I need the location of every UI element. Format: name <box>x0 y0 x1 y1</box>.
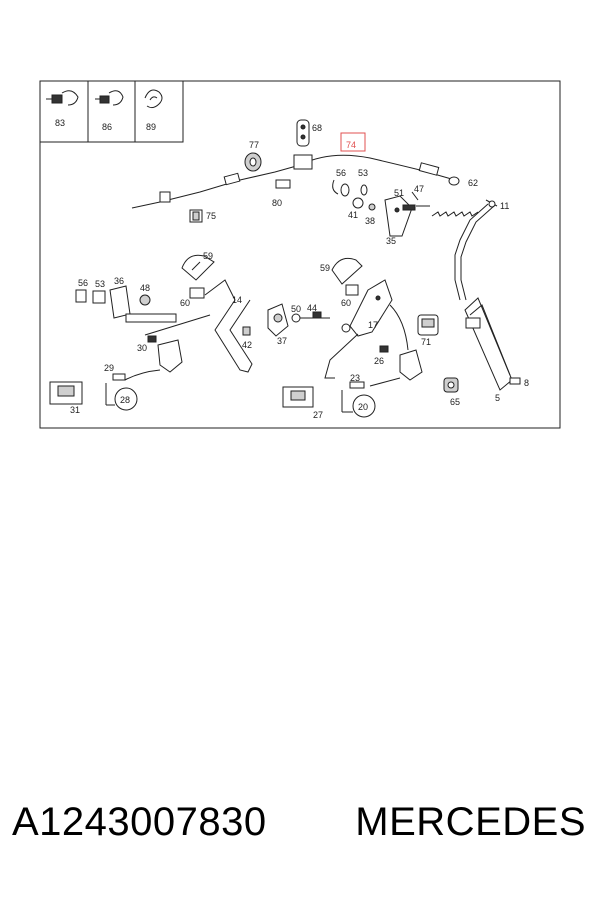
clip-75-icon <box>189 209 203 223</box>
bolt-26-icon <box>379 345 389 353</box>
callout-75: 75 <box>206 211 216 221</box>
diagram-frame <box>39 80 561 429</box>
callout-60-middle: 60 <box>341 298 351 308</box>
cable-end-fitting <box>159 191 171 203</box>
callout-8: 8 <box>524 378 529 388</box>
callout-83: 83 <box>55 118 65 128</box>
callout-53-left: 53 <box>95 279 105 289</box>
bracket-36-icon <box>109 285 177 323</box>
callout-29: 29 <box>104 363 114 373</box>
clip-56-left-icon <box>75 289 87 303</box>
left-linkage-icon <box>181 254 253 373</box>
caption: A1243007830 MERCEDES <box>0 800 600 870</box>
callout-11: 11 <box>500 201 509 211</box>
sensor-28-icon <box>105 339 183 411</box>
callout-14: 14 <box>232 295 242 305</box>
callout-53: 53 <box>358 168 368 178</box>
callout-51: 51 <box>394 188 404 198</box>
callout-41: 41 <box>348 210 358 220</box>
parts-diagram-svg: 83 86 89 68 77 74 56 53 51 47 62 80 11 7… <box>39 80 561 429</box>
clip-86-icon <box>95 90 124 106</box>
throttle-cable-line <box>131 154 456 209</box>
callout-74: 74 <box>346 140 356 150</box>
callout-59-middle: 59 <box>320 263 330 273</box>
callout-60-left: 60 <box>180 298 190 308</box>
clip-8-icon <box>509 377 521 385</box>
callout-59-left: 59 <box>203 251 213 261</box>
bracket-68-icon <box>296 119 310 147</box>
clip-89-icon <box>144 89 163 109</box>
return-spring-icon <box>431 199 498 217</box>
bolt-30-icon <box>147 335 157 343</box>
bellcrank-assembly-icon <box>332 179 430 237</box>
callout-42: 42 <box>242 340 252 350</box>
callout-31: 31 <box>70 405 80 415</box>
callout-30: 30 <box>137 343 147 353</box>
middle-linkage-icon <box>324 257 409 379</box>
actuator-37-icon <box>267 303 330 337</box>
callout-89: 89 <box>146 122 156 132</box>
callout-56: 56 <box>336 168 346 178</box>
link-rod-left <box>144 314 211 336</box>
cable-bracket <box>293 154 313 170</box>
accelerator-pedal-icon <box>464 297 513 391</box>
callout-5: 5 <box>495 393 500 403</box>
callout-17: 17 <box>368 320 378 330</box>
callout-62: 62 <box>468 178 478 188</box>
cable-adjuster <box>418 162 440 176</box>
sensor-20-icon <box>341 349 423 418</box>
callout-36: 36 <box>114 276 124 286</box>
stop-65-icon <box>443 377 459 393</box>
connector-31-icon <box>49 381 83 405</box>
cable-eye <box>448 176 460 186</box>
connector-27-icon <box>282 386 314 408</box>
callout-80: 80 <box>272 198 282 208</box>
callout-26: 26 <box>374 356 384 366</box>
callout-35: 35 <box>386 236 396 246</box>
accelerator-rod-edge <box>460 205 495 301</box>
part-number: A1243007830 <box>12 800 267 844</box>
cable-sleeve <box>223 172 241 186</box>
callout-44: 44 <box>307 303 317 313</box>
clip-53-left-icon <box>92 290 106 304</box>
parts-diagram: 83 86 89 68 77 74 56 53 51 47 62 80 11 7… <box>0 0 600 440</box>
callout-23: 23 <box>350 373 360 383</box>
clip-83-icon <box>46 90 79 106</box>
callout-37: 37 <box>277 336 287 346</box>
callout-86: 86 <box>102 122 112 132</box>
brand-name: MERCEDES <box>355 800 586 844</box>
callout-28: 28 <box>120 395 130 405</box>
callout-38: 38 <box>365 216 375 226</box>
inset-box-frame <box>40 81 184 143</box>
callout-48: 48 <box>140 283 150 293</box>
callout-27: 27 <box>313 410 323 420</box>
callout-68: 68 <box>312 123 322 133</box>
callout-20: 20 <box>358 402 368 412</box>
callout-50: 50 <box>291 304 301 314</box>
callout-47: 47 <box>414 184 424 194</box>
callout-65: 65 <box>450 397 460 407</box>
callout-77: 77 <box>249 140 259 150</box>
callout-56-left: 56 <box>78 278 88 288</box>
switch-71-icon <box>417 314 439 336</box>
callout-71: 71 <box>421 337 431 347</box>
accelerator-rod <box>454 203 489 301</box>
highlight-box <box>340 132 366 152</box>
grommet-77-icon <box>244 152 262 172</box>
clip-80-icon <box>275 179 291 189</box>
